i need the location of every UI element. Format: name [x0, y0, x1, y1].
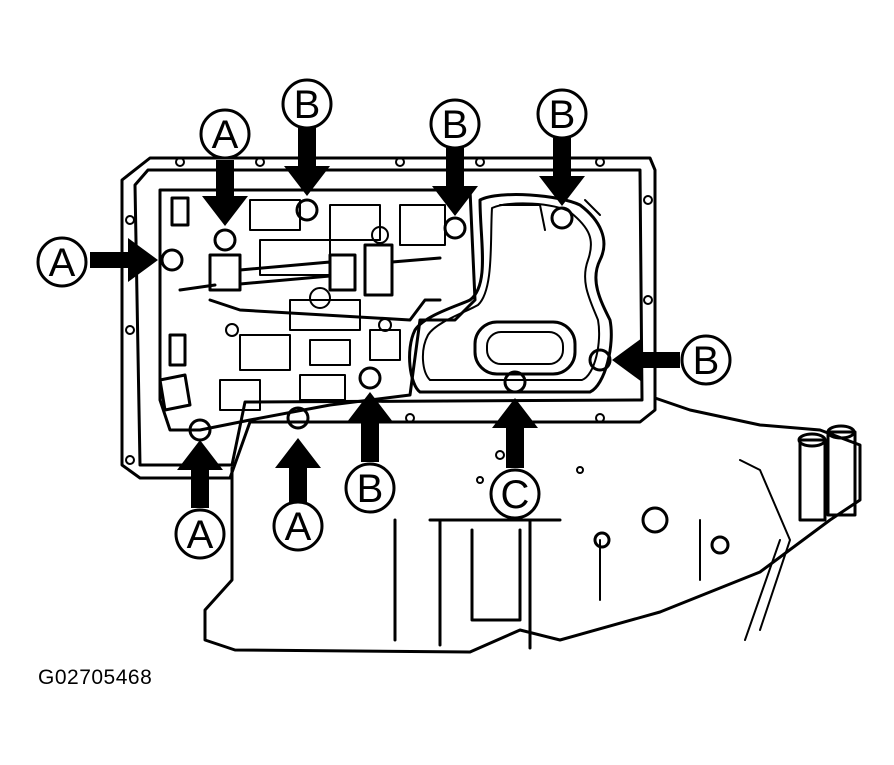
callout-b5: B — [344, 462, 396, 514]
arrow-b5 — [347, 392, 393, 462]
callout-b4: B — [680, 334, 732, 386]
callout-a2: A — [36, 236, 88, 288]
callout-b4-letter: B — [693, 339, 720, 383]
bolt-a4 — [286, 406, 310, 430]
callout-labels: A A A A B B B B — [36, 78, 732, 560]
callout-b3-letter: B — [549, 93, 576, 137]
arrow-b4 — [612, 338, 680, 382]
callout-a1-letter: A — [212, 113, 239, 157]
bolt-b3 — [550, 206, 574, 230]
figure-code: G02705468 — [38, 666, 153, 689]
bolt-c1 — [503, 370, 527, 394]
arrow-c1 — [492, 398, 538, 468]
callout-c1-letter: C — [501, 473, 530, 517]
arrow-a2 — [90, 238, 158, 282]
callout-a4-letter: A — [285, 505, 312, 549]
bolt-b2 — [443, 216, 467, 240]
bolt-b4 — [588, 348, 612, 372]
transmission-case — [203, 396, 862, 654]
callout-a2-letter: A — [49, 241, 76, 285]
callout-b1: B — [281, 78, 333, 130]
bolt-a2 — [160, 248, 184, 272]
callout-a3-letter: A — [187, 513, 214, 557]
callout-a1: A — [199, 108, 251, 160]
bolt-b5 — [358, 366, 382, 390]
callout-b5-letter: B — [357, 467, 384, 511]
callout-b1-letter: B — [294, 83, 321, 127]
callout-arrows — [90, 128, 680, 508]
arrow-b3 — [539, 138, 585, 206]
valve-body — [120, 156, 657, 480]
bolt-b1 — [295, 198, 319, 222]
arrow-b1 — [284, 128, 330, 196]
arrow-b2 — [432, 148, 478, 216]
bolt-heads — [160, 198, 612, 442]
arrow-a3 — [177, 440, 223, 508]
callout-b3: B — [536, 88, 588, 140]
callout-b2: B — [429, 98, 481, 150]
callout-b2-letter: B — [442, 103, 469, 147]
bolt-a1 — [213, 228, 237, 252]
callout-c1: C — [489, 468, 541, 520]
callout-a3: A — [174, 508, 226, 560]
callout-a4: A — [272, 500, 324, 552]
arrow-a1 — [202, 160, 248, 226]
arrow-a4 — [275, 438, 321, 508]
